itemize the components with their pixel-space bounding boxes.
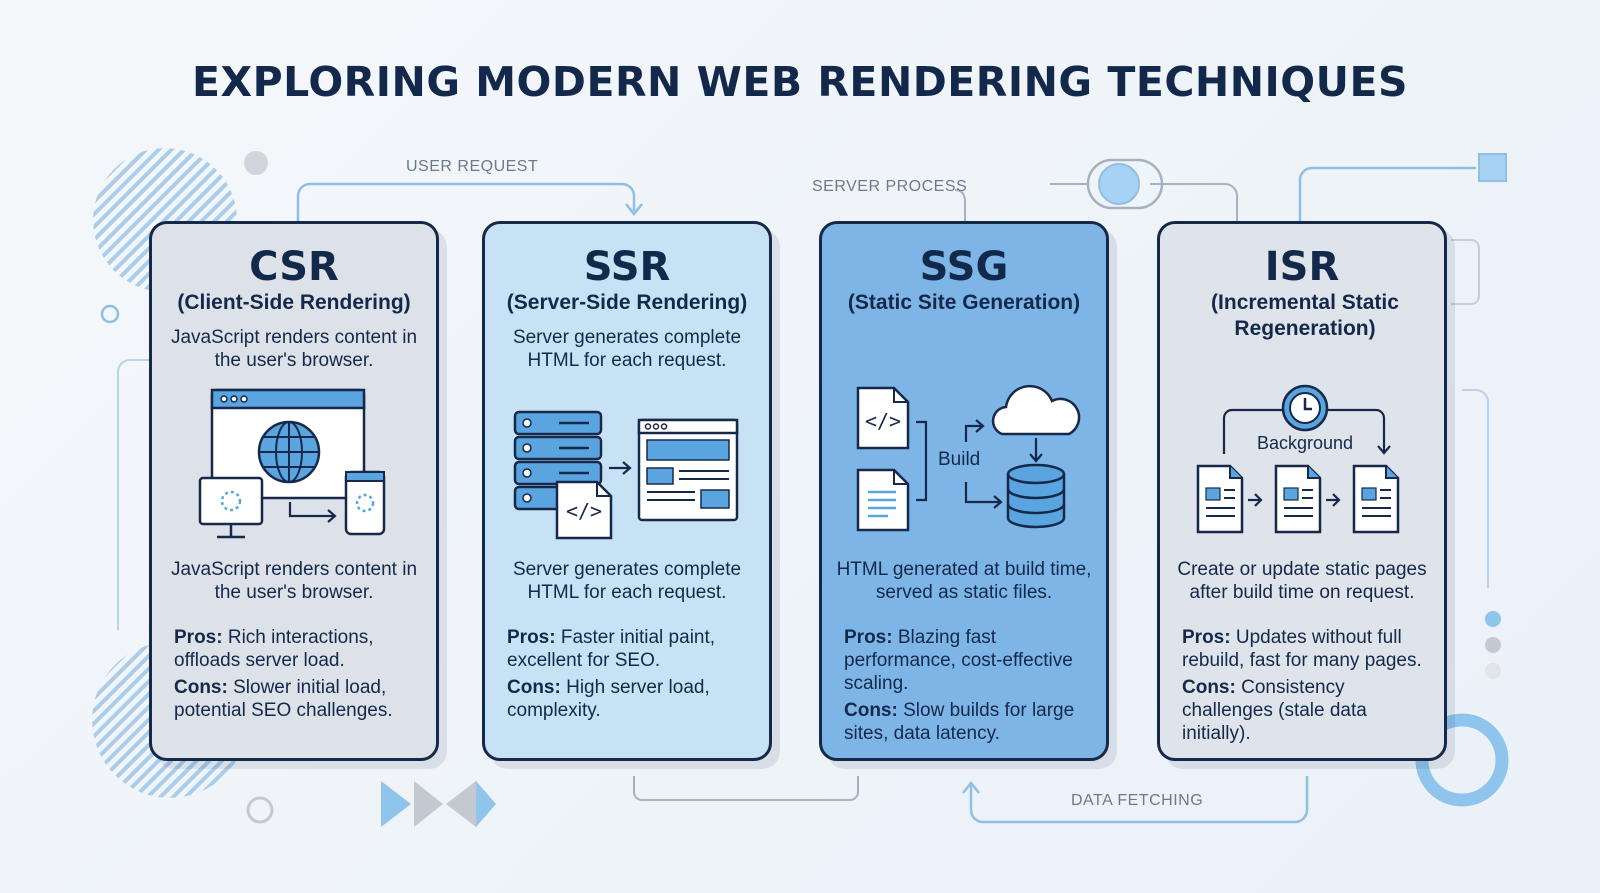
- deco-triangle-blue: [381, 781, 411, 827]
- left-side-line: [117, 359, 149, 630]
- cons-text: Slow builds for large sites, data latenc…: [844, 700, 1075, 744]
- code-file-icon: </>: [555, 480, 613, 540]
- card-pros-cons: Pros: Updates without full rebuild, fast…: [1182, 626, 1430, 749]
- data-fetching-connector: [969, 776, 1309, 824]
- card-abbr: ISR: [1264, 244, 1340, 290]
- code-file-icon: </>: [856, 386, 910, 450]
- pros-text: Updates without full rebuild, fast for m…: [1182, 627, 1422, 671]
- isr-illustration: Background: [1196, 384, 1400, 534]
- background-label: Background: [1257, 433, 1353, 453]
- toggle-pill: [1086, 158, 1164, 210]
- server-process-connector: [954, 189, 966, 221]
- cons-label: Cons:: [174, 677, 228, 698]
- top-right-connector: [1050, 183, 1238, 221]
- cons-label: Cons:: [1182, 677, 1236, 698]
- smartphone-icon: [344, 470, 386, 536]
- deco-ring-small: [100, 304, 120, 324]
- pros-row: Pros: Faster initial paint, excellent fo…: [507, 626, 755, 672]
- card-summary: Create or update static pages after buil…: [1177, 559, 1427, 603]
- user-request-label: USER REQUEST: [406, 158, 539, 175]
- deco-dot-grey-1: [1485, 637, 1501, 653]
- card-pros-cons: Pros: Rich interactions, offloads server…: [174, 626, 422, 726]
- pros-text: Faster initial paint, excellent for SEO.: [507, 627, 716, 671]
- deco-triangle-left: [446, 781, 476, 827]
- deco-square: [1478, 153, 1507, 182]
- database-icon: [1006, 463, 1066, 529]
- top-right-line: [1298, 166, 1476, 221]
- deco-triangle-grey: [414, 781, 443, 827]
- csr-card: CSR (Client-Side Rendering) JavaScript r…: [149, 221, 439, 761]
- globe-icon: [257, 420, 321, 484]
- card-pros-cons: Pros: Blazing fast performance, cost-eff…: [844, 626, 1092, 749]
- card-description: JavaScript renders content in the user's…: [170, 327, 418, 371]
- cons-row: Cons: Consistency challenges (stale data…: [1182, 676, 1430, 745]
- document-icon: [1196, 464, 1244, 534]
- toggle-knob: [1098, 163, 1140, 205]
- document-icon: [1274, 464, 1322, 534]
- data-fetching-label: DATA FETCHING: [1071, 792, 1204, 809]
- deco-dot-grey-2: [1485, 663, 1501, 679]
- isr-card: ISR (Incremental Static Regeneration) Ba…: [1157, 221, 1447, 761]
- cons-row: Cons: High server load, complexity.: [507, 676, 755, 722]
- user-request-arrowhead: [625, 203, 643, 217]
- ssg-card: SSG (Static Site Generation) </> Build: [819, 221, 1109, 761]
- card-name: (Static Site Generation): [847, 291, 1081, 314]
- pros-row: Pros: Rich interactions, offloads server…: [174, 626, 422, 672]
- user-request-connector: [296, 182, 636, 221]
- right-side-line: [1462, 389, 1489, 588]
- cons-row: Cons: Slow builds for large sites, data …: [844, 699, 1092, 745]
- cons-text: Slower initial load, potential SEO chall…: [174, 677, 393, 721]
- cons-text: High server load, complexity.: [507, 677, 710, 721]
- cloud-icon: [991, 384, 1081, 436]
- server-process-label: SERVER PROCESS: [812, 178, 968, 195]
- svg-text:</>: </>: [566, 499, 602, 523]
- ssr-illustration: </>: [513, 410, 739, 540]
- csr-illustration: [198, 388, 386, 539]
- pros-label: Pros:: [507, 627, 556, 648]
- card-summary: JavaScript renders content in the user's…: [170, 559, 418, 603]
- card-name: (Incremental Static Regeneration): [1211, 291, 1399, 340]
- pros-label: Pros:: [1182, 627, 1231, 648]
- text-file-icon: [856, 468, 910, 532]
- deco-dot-blue: [1485, 611, 1501, 627]
- pros-text: Blazing fast performance, cost-effective…: [844, 627, 1073, 694]
- card-abbr: SSR: [583, 244, 671, 290]
- pros-row: Pros: Blazing fast performance, cost-eff…: [844, 626, 1092, 695]
- pros-label: Pros:: [844, 627, 893, 648]
- page-title: EXPLORING MODERN WEB RENDERING TECHNIQUE…: [192, 58, 1408, 106]
- deco-dot-grey: [244, 151, 268, 175]
- svg-text:</>: </>: [865, 409, 901, 433]
- card-name: (Client-Side Rendering): [177, 291, 411, 314]
- card-description: Server generates complete HTML for each …: [512, 327, 742, 371]
- cons-row: Cons: Slower initial load, potential SEO…: [174, 676, 422, 722]
- bottom-connector-left: [633, 776, 859, 801]
- pros-row: Pros: Updates without full rebuild, fast…: [1182, 626, 1430, 672]
- build-label: Build: [938, 449, 980, 470]
- cons-text: Consistency challenges (stale data initi…: [1182, 677, 1367, 744]
- pros-label: Pros:: [174, 627, 223, 648]
- card-summary: Server generates complete HTML for each …: [512, 559, 742, 603]
- card-abbr: CSR: [249, 244, 339, 290]
- card-pros-cons: Pros: Faster initial paint, excellent fo…: [507, 626, 755, 726]
- cons-label: Cons:: [507, 677, 561, 698]
- ssr-card: SSR (Server-Side Rendering) Server gener…: [482, 221, 772, 761]
- card-name: (Server-Side Rendering): [506, 291, 748, 314]
- data-fetching-arrowhead: [962, 780, 980, 794]
- ssg-illustration: </> Build: [856, 384, 1081, 532]
- card-summary: HTML generated at build time, served as …: [836, 559, 1092, 603]
- pros-text: Rich interactions, offloads server load.: [174, 627, 374, 671]
- card-abbr: SSG: [919, 244, 1009, 290]
- document-icon: [1352, 464, 1400, 534]
- web-page-icon: [637, 418, 739, 522]
- cons-label: Cons:: [844, 700, 898, 721]
- clock-icon: [1281, 384, 1329, 432]
- deco-dot-grey-bottom: [246, 796, 274, 824]
- deco-triangle-blue-right: [476, 781, 496, 827]
- right-side-line-top: [1451, 239, 1480, 305]
- desktop-monitor-icon: [198, 476, 264, 539]
